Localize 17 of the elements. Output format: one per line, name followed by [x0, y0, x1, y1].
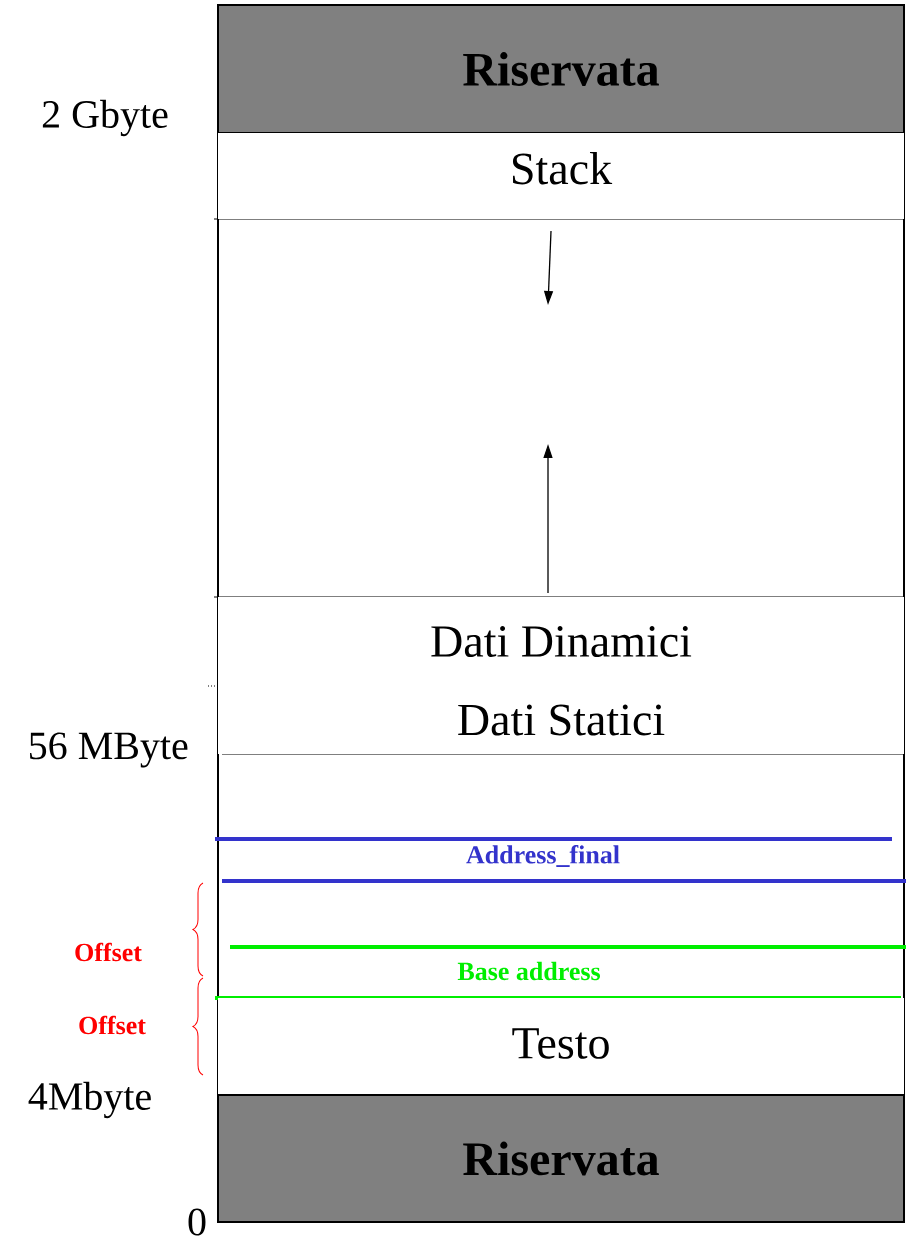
offset-label: Offset: [79, 1015, 146, 1035]
memory-segment: Stack: [218, 133, 904, 219]
offset-label: Offset: [75, 942, 142, 962]
address-label: 0: [188, 1208, 206, 1236]
memory-segment: Dati Statici: [218, 686, 904, 754]
address-label: 2 Gbyte: [42, 99, 168, 137]
reserved-band: Riservata: [217, 4, 905, 134]
node-label: Testo: [512, 1028, 609, 1059]
node-label: Dati Statici: [458, 704, 665, 736]
reserved-band: Riservata: [217, 1094, 905, 1223]
line-label: Address_final: [466, 845, 620, 867]
address-label: 56 MByte: [30, 732, 188, 768]
address-label: 4Mbyte: [28, 1081, 151, 1119]
node-label: Dati Dinamici: [431, 626, 692, 657]
memory-segment: Testo: [218, 998, 904, 1095]
memory-segment: Dati Dinamici: [218, 597, 904, 686]
node-label: Stack: [512, 152, 613, 185]
